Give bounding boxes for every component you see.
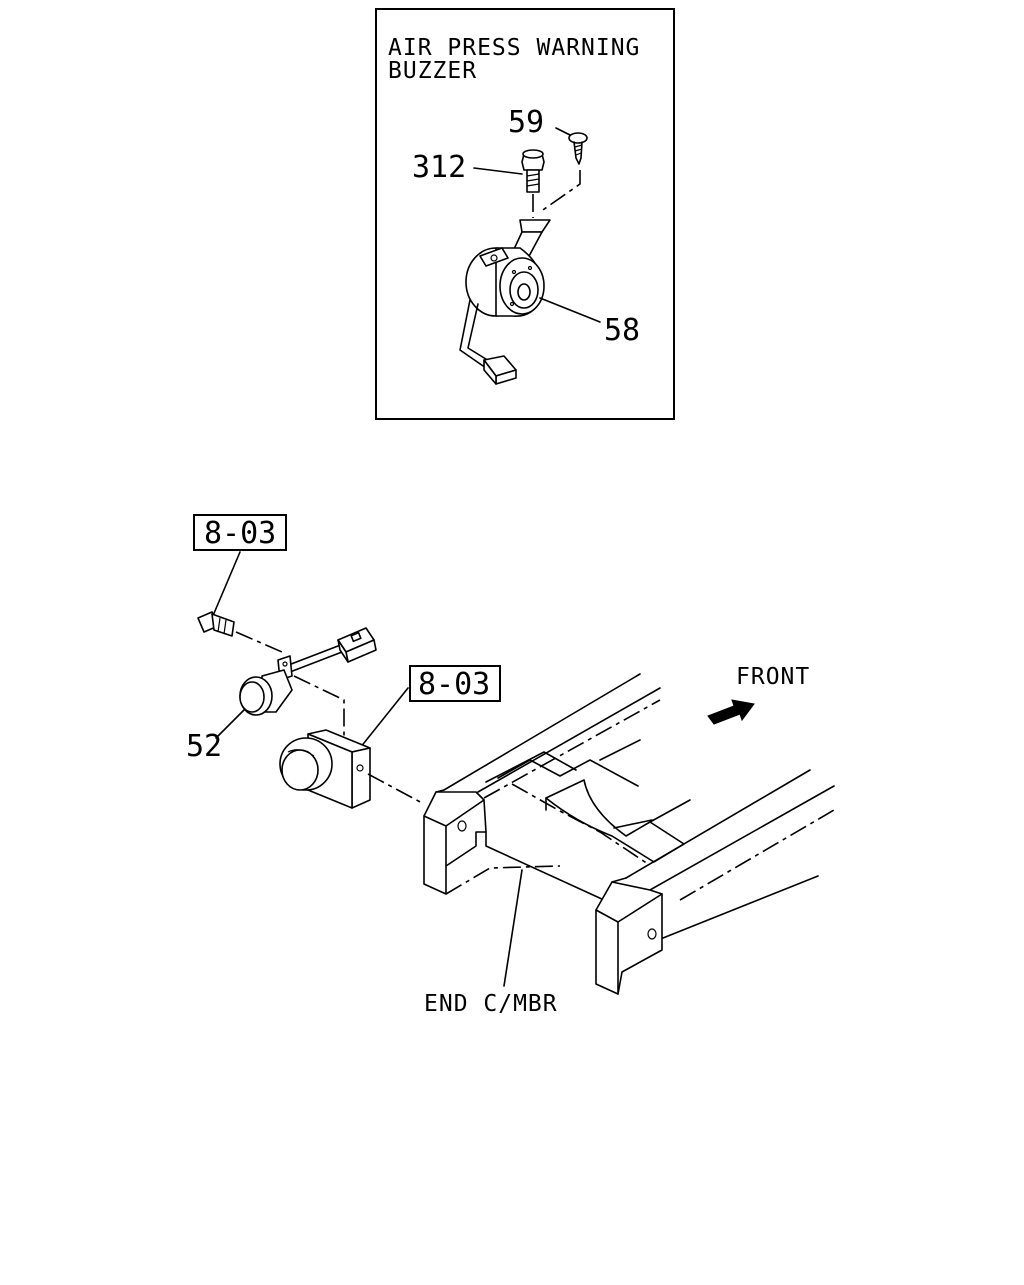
reference-box-2-text: 8-03 [418,667,490,702]
buzzer-52 [239,655,293,716]
leader-52 [215,709,245,739]
leader-end-member [503,869,523,987]
leader-312 [473,167,523,175]
callout-312: 312 [412,150,466,185]
reference-box-1: 8-03 [193,514,287,551]
assembly-line-bracket [367,773,425,805]
mounting-bolt [197,611,235,637]
assembly-line-59 [539,170,581,213]
leader-58 [539,297,601,323]
buzzer-58 [459,247,545,385]
front-label: FRONT [736,664,810,690]
reference-box-1-text: 8-03 [204,516,276,551]
inset-frame [375,8,675,420]
inset-panel: AIR PRESS WARNING BUZZER 59 312 [375,8,675,420]
inset-title-line2: BUZZER [388,58,477,84]
buzzer-connector [285,627,377,673]
front-arrow-icon [707,699,755,725]
callout-58: 58 [604,313,640,348]
inset-title-line1: AIR PRESS WARNING [388,35,640,61]
callout-59: 59 [508,105,544,140]
pressure-switch-assembly [279,729,371,809]
leader-ref-1 [211,551,241,619]
chassis-frame [423,673,835,995]
tapping-screw-59 [568,132,588,165]
assembly-line-bolt [235,631,283,653]
reference-box-2: 8-03 [409,665,501,702]
bolt-312 [521,149,545,193]
end-member-label: END C/MBR [424,991,558,1017]
leader-ref-2 [359,687,409,749]
callout-52: 52 [186,729,222,764]
assembly-line-52 [293,675,345,742]
